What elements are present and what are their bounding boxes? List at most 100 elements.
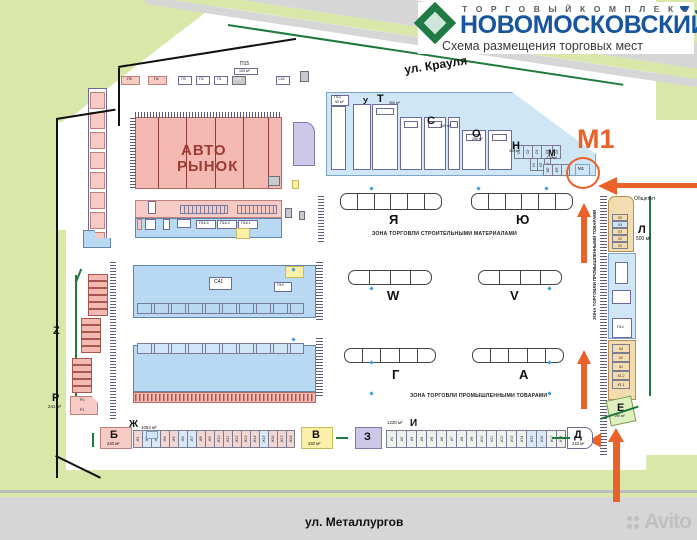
row-cell[interactable]: [479, 271, 500, 284]
section-w-row[interactable]: [348, 270, 432, 285]
section-r-block[interactable]: [70, 396, 98, 415]
row-cell[interactable]: [408, 194, 426, 209]
cell-label: Ж10: [217, 435, 221, 443]
plot-p3[interactable]: [178, 76, 192, 85]
plot-p15[interactable]: [234, 68, 258, 75]
row-cell[interactable]: [375, 194, 392, 209]
row-cell[interactable]: [472, 194, 489, 209]
section-i-cells[interactable]: И1 И2 И3 И4 И5 И6 И7 И8 И9 И10 И11 И12 И…: [386, 430, 566, 448]
section-z-block[interactable]: [355, 427, 382, 449]
row-cell[interactable]: [349, 271, 370, 284]
blue-row-cell[interactable]: [177, 219, 191, 228]
small-yellow-plot[interactable]: [292, 180, 299, 189]
left-plot-cell: [90, 192, 105, 209]
row-cell[interactable]: [509, 349, 528, 362]
small-grey-plot-a[interactable]: [285, 208, 292, 218]
row-cell[interactable]: [400, 349, 418, 362]
blue-row-cell[interactable]: [137, 219, 142, 230]
section-s-cell-b[interactable]: [492, 134, 507, 141]
section-v-block[interactable]: [301, 427, 333, 449]
section-mid-col-3[interactable]: [448, 117, 460, 170]
row-cell[interactable]: [341, 194, 358, 209]
section-z-stalls-b[interactable]: [81, 318, 101, 353]
section-zh-inner-cell[interactable]: [146, 431, 158, 439]
blue-row-cell[interactable]: [145, 219, 156, 230]
plot-c41[interactable]: [209, 277, 232, 290]
row-cell[interactable]: [345, 349, 364, 362]
plot-p1[interactable]: [214, 76, 228, 85]
small-grey-plot-b[interactable]: [299, 211, 305, 220]
plot-p14[interactable]: [612, 318, 632, 338]
section-l-area: 500 м²: [636, 236, 651, 242]
plot-p19[interactable]: [274, 282, 292, 292]
plot-p13-yard: [331, 106, 346, 170]
yellow-plot-parking[interactable]: [285, 266, 304, 278]
plot-p2[interactable]: [196, 76, 210, 85]
row-cell[interactable]: [391, 194, 409, 209]
row-cell[interactable]: [541, 271, 561, 284]
section-t-block[interactable]: [372, 104, 398, 170]
plot-p5[interactable]: [121, 76, 140, 85]
row-cell[interactable]: [381, 349, 400, 362]
row-cell[interactable]: [425, 194, 441, 209]
auto-market-corner-plot[interactable]: [268, 176, 280, 186]
section-v-row[interactable]: [478, 270, 562, 285]
cell-label: И11: [489, 436, 494, 442]
row-cell[interactable]: [411, 271, 431, 284]
section-mid-col-3-cell[interactable]: [450, 121, 458, 128]
m1-highlight-circle: [566, 157, 600, 189]
section-l-cells[interactable]: Л5 Л4 Л3 Л2 Л1: [612, 214, 628, 249]
row-cell[interactable]: [391, 271, 412, 284]
section-a-row[interactable]: [472, 348, 564, 363]
row-cell[interactable]: [363, 349, 382, 362]
plot-p16-3[interactable]: [196, 220, 216, 229]
section-b-block[interactable]: [100, 427, 132, 449]
plot-c42[interactable]: [276, 76, 290, 85]
right-sector-cell-a[interactable]: [615, 262, 628, 284]
section-mid-col-2[interactable]: [424, 117, 446, 170]
cell-label: Ж17: [280, 435, 284, 443]
lilac-building[interactable]: [293, 122, 315, 166]
section-s-cell-a[interactable]: [466, 134, 481, 141]
cell-label: И4: [419, 436, 424, 442]
yellow-plot-blue-row[interactable]: [236, 228, 250, 239]
section-zh-cells[interactable]: Ж1 Ж2 Ж3 Ж4 Ж5 Ж6 Ж7 Ж8 Ж9 Ж10 Ж11 Ж12 Ж…: [133, 430, 295, 448]
plot-p14-label: П14: [617, 325, 624, 329]
section-u-block[interactable]: [353, 104, 371, 170]
row-cell[interactable]: [556, 194, 572, 209]
plot-extra-grey[interactable]: [300, 71, 309, 82]
row-cell[interactable]: [521, 271, 542, 284]
cell-label: Н1: [532, 162, 536, 167]
blue-row-cell[interactable]: [163, 219, 170, 230]
row-cell[interactable]: [506, 194, 523, 209]
pink-row-cell[interactable]: [148, 201, 156, 214]
auto-market-divider: [215, 118, 216, 188]
plot-p16-2-label: П16.2: [220, 221, 230, 225]
section-z-stalls-c[interactable]: [72, 358, 92, 393]
row-cell[interactable]: [370, 271, 391, 284]
row-cell[interactable]: [500, 271, 521, 284]
plot-p13[interactable]: [331, 95, 349, 106]
row-cell[interactable]: [522, 194, 540, 209]
plot-p4[interactable]: [148, 76, 167, 85]
section-yu-row[interactable]: [471, 193, 573, 210]
section-g-row[interactable]: [344, 348, 436, 363]
section-k-cells[interactable]: К3 К2 К1 К1.2 К1.1: [612, 344, 630, 389]
section-z-stalls-a[interactable]: [88, 274, 108, 316]
section-t-cell[interactable]: [376, 108, 394, 115]
section-mid-col-1-cell[interactable]: [404, 121, 418, 128]
row-cell[interactable]: [473, 349, 492, 362]
row-cell[interactable]: [491, 349, 510, 362]
plot-p16-2[interactable]: [217, 220, 237, 229]
row-cell[interactable]: [528, 349, 546, 362]
row-cell[interactable]: [539, 194, 557, 209]
section-ya-row[interactable]: [340, 193, 442, 210]
section-mid-col-2-cell[interactable]: [428, 121, 442, 128]
row-cell[interactable]: [418, 349, 435, 362]
section-mid-col-1[interactable]: [400, 117, 422, 170]
section-yu-label: Ю: [516, 212, 530, 227]
right-sector-cell-b[interactable]: [612, 290, 631, 304]
plot-c43[interactable]: [232, 76, 246, 85]
row-cell[interactable]: [489, 194, 506, 209]
row-cell[interactable]: [358, 194, 375, 209]
